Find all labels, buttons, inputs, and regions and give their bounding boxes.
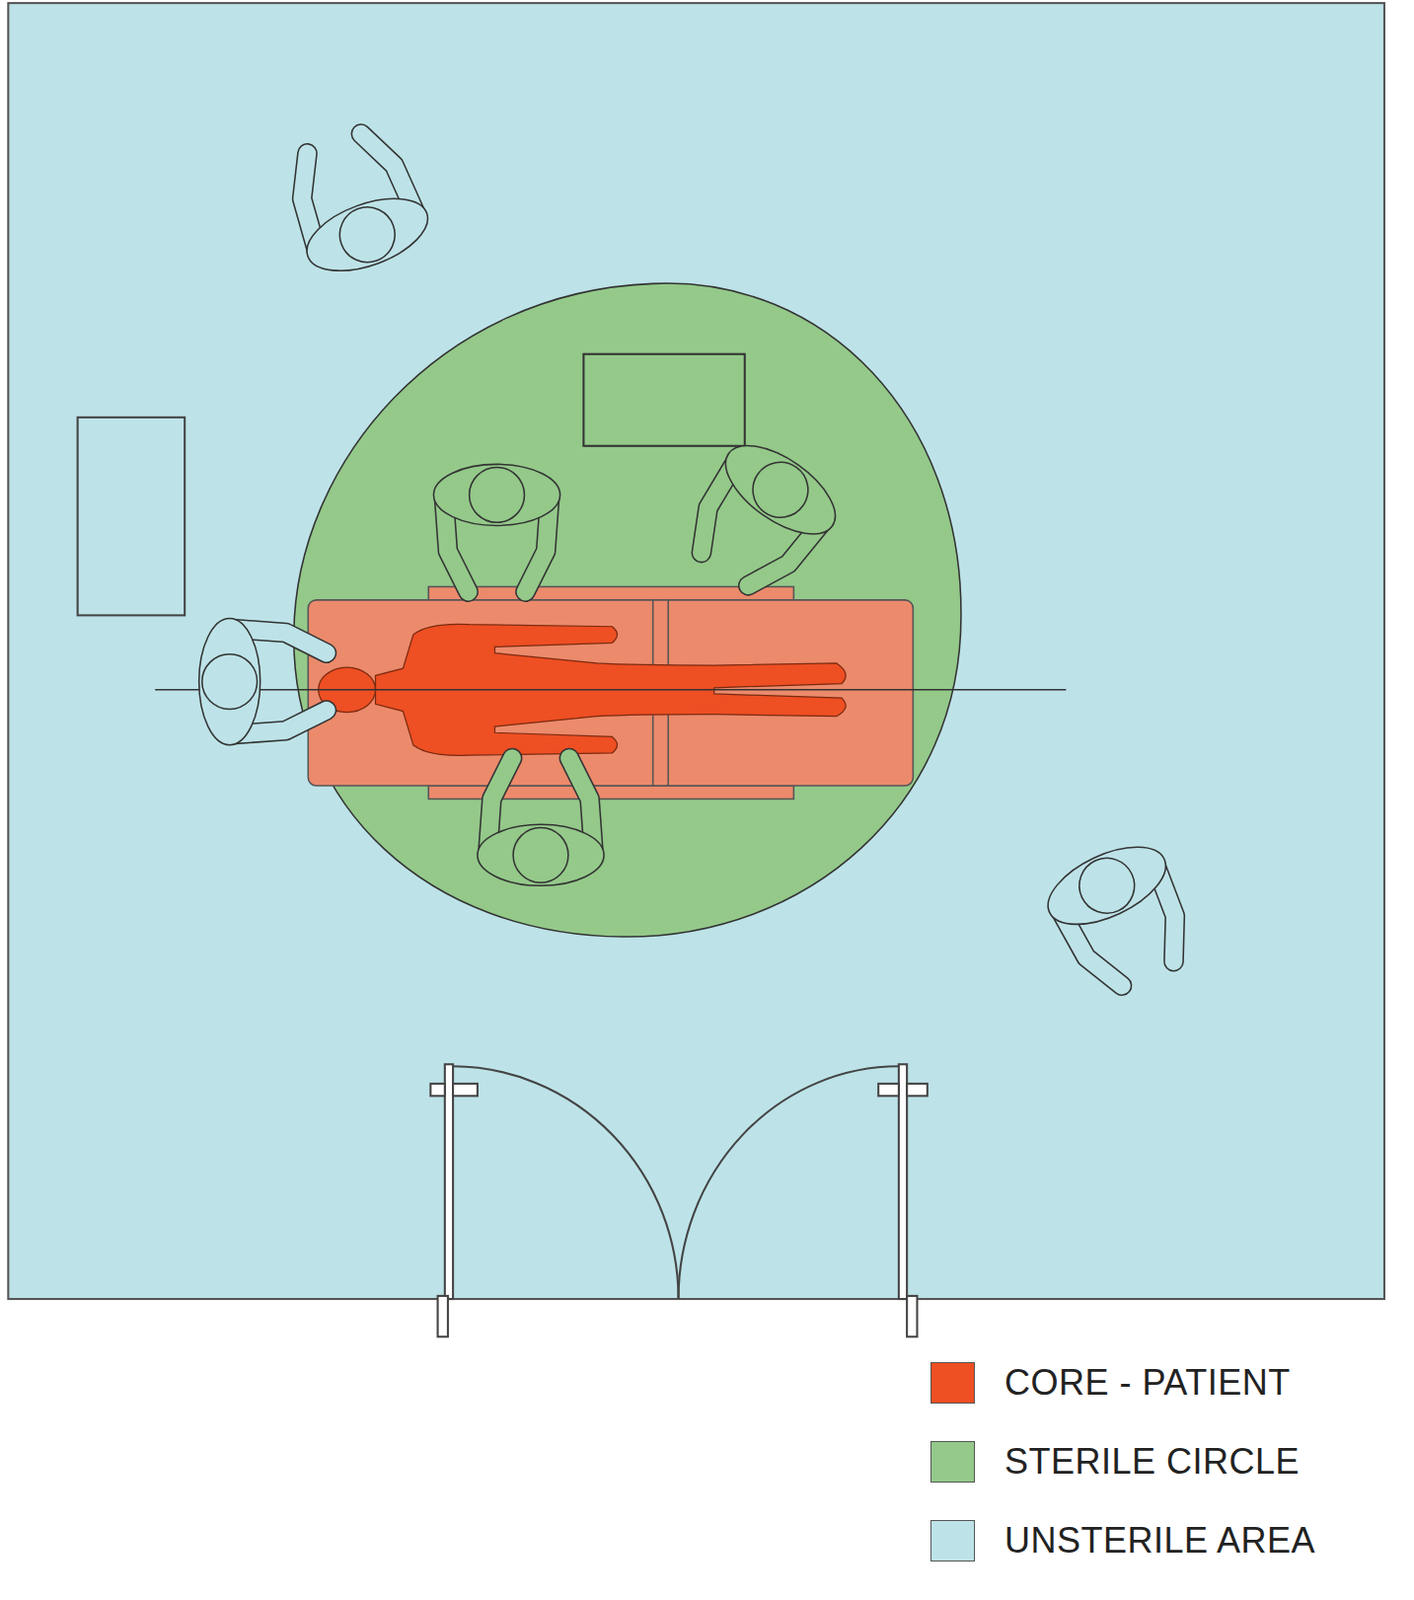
legend-swatch [930, 1519, 975, 1562]
legend-label: CORE - PATIENT [1004, 1361, 1291, 1404]
axis-line [154, 688, 1066, 691]
staff-figure [477, 757, 604, 886]
legend-swatch [930, 1440, 975, 1483]
legend-item: UNSTERILE AREA [930, 1519, 1316, 1562]
legend-item: STERILE CIRCLE [930, 1440, 1300, 1483]
staff-figure [199, 617, 327, 745]
staff-figure [1037, 830, 1206, 1000]
double-door [430, 1063, 927, 1337]
legend-item: CORE - PATIENT [930, 1361, 1291, 1404]
legend-swatch [930, 1361, 975, 1404]
legend-label: UNSTERILE AREA [1004, 1519, 1316, 1562]
instrument-table [583, 354, 745, 447]
sterile-circle [294, 283, 962, 937]
unsterile-area [7, 2, 1385, 1299]
staff-figure [672, 428, 850, 605]
staff-figure [274, 122, 438, 286]
legend-label: STERILE CIRCLE [1004, 1440, 1300, 1483]
operating-table [307, 599, 913, 786]
side-table [77, 417, 186, 616]
staff-figure [433, 463, 560, 592]
